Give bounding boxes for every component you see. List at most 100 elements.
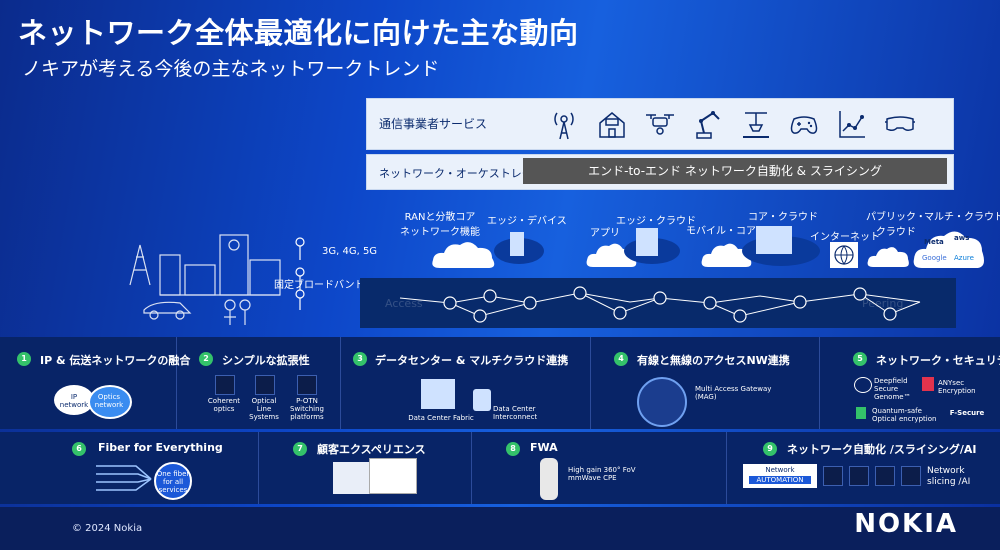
coherent-optics-label: Coherent optics <box>207 397 241 413</box>
trend-title: データセンター & マルチクラウド連携 <box>375 354 569 367</box>
trend-number: 4 <box>614 352 628 366</box>
analytics-chart-icon <box>839 111 865 138</box>
orchestration-bar: ネットワーク・オーケストレーション エンド-to-エンド ネットワーク自動化 &… <box>366 154 954 190</box>
edge-device-server <box>510 232 524 256</box>
anysec-shield-icon <box>922 377 934 391</box>
na-logo-text-2: AUTOMATION <box>749 476 811 484</box>
anysec-label: ANYsec Encryption <box>938 379 976 395</box>
copyright: © 2024 Nokia <box>72 523 143 534</box>
optical-line-label: Optical Line Systems <box>249 397 279 421</box>
internet-label: インターネット <box>810 232 880 243</box>
optical-line-icon <box>255 375 275 395</box>
trend-number: 6 <box>72 442 86 456</box>
trend-number: 3 <box>353 352 367 366</box>
footer <box>0 507 1000 550</box>
trend-number: 8 <box>506 442 520 456</box>
mobile-core-label: モバイル・コア <box>686 226 756 237</box>
trend-customer-experience: 7 顧客エクスペリエンス <box>259 432 472 504</box>
industrial-machine-icon <box>743 112 769 138</box>
service-bar-label: 通信事業者サービス <box>379 117 488 131</box>
cx-screen-2 <box>369 458 417 494</box>
aws-logo: aws <box>954 234 970 242</box>
slicing-icon-4 <box>901 466 921 486</box>
trend-title: ネットワーク・セキュリティ <box>876 354 1000 367</box>
trend-security: 5 ネットワーク・セキュリティ Deepfield Secure Genome™… <box>820 337 1000 429</box>
trend-number: 9 <box>763 442 777 456</box>
city-illustration <box>129 234 281 325</box>
edge-cloud-server <box>636 228 658 256</box>
ran-cloud-icon <box>432 242 495 268</box>
core-cloud-label: コア・クラウド <box>748 212 818 223</box>
e2e-automation-box: エンド-to-エンド ネットワーク自動化 & スライシング <box>523 158 947 184</box>
mag-globe-icon <box>637 377 687 427</box>
ip-network-label: IP network <box>59 393 89 409</box>
trend-number: 1 <box>17 352 31 366</box>
page-title: ネットワーク全体最適化に向けた主な動向 <box>18 16 579 50</box>
multi-cloud-icon <box>913 231 984 268</box>
robot-arm-icon <box>696 111 720 139</box>
network-nodes <box>399 286 921 323</box>
optics-network-label: Optics network <box>94 393 124 409</box>
edge-cloud-label: エッジ・クラウド <box>616 216 696 227</box>
trends-row-2: 6 Fiber for Everything One fiber for all… <box>0 432 1000 504</box>
mobile-generation-label: 3G, 4G, 5G <box>322 246 378 257</box>
trend-title: Fiber for Everything <box>98 441 223 454</box>
slicing-icon-1 <box>823 466 843 486</box>
trend-title: 顧客エクスペリエンス <box>317 443 426 456</box>
trend-title: ネットワーク自動化 /スライシング/AI <box>787 443 977 456</box>
trend-number: 5 <box>853 352 867 366</box>
trend-title: FWA <box>530 441 558 454</box>
service-bar: 通信事業者サービス <box>366 98 954 150</box>
nokia-logo: NOKIA <box>854 509 958 539</box>
vr-headset-icon <box>885 116 915 132</box>
trend-number: 2 <box>199 352 213 366</box>
mobile-core-cloud-icon <box>701 243 752 267</box>
slicing-icon-2 <box>849 466 869 486</box>
f-secure-logo: F-Secure <box>949 409 985 417</box>
app-label: アプリ <box>590 228 620 239</box>
edge-device-label: エッジ・デバイス <box>487 216 567 227</box>
fiber-lines-icon <box>96 465 152 491</box>
gamepad-icon <box>790 116 818 134</box>
dci-label: Data Center Interconnect <box>493 405 538 421</box>
smart-home-icon <box>599 112 625 138</box>
cpe-device-icon <box>540 458 558 500</box>
trend-title: 有線と無線のアクセスNW連携 <box>637 354 790 367</box>
ran-core-label: RANと分散コア ネットワーク機能 <box>400 212 480 238</box>
meta-logo: Meta <box>924 238 944 246</box>
dc-fabric-label: Data Center Fabric <box>408 414 474 422</box>
cell-tower-icons <box>295 237 305 310</box>
fixed-broadband-label: 固定ブロードバンド <box>274 280 365 291</box>
trends-row-1: 1 IP & 伝送ネットワークの融合 IP network Optics net… <box>0 337 1000 429</box>
trend-automation: 9 ネットワーク自動化 /スライシング/AI Network AUTOMATIO… <box>727 432 1000 504</box>
google-logo: Google <box>922 254 947 262</box>
na-logo-text-1: Network <box>765 466 795 474</box>
data-center-fabric-icon <box>421 379 455 409</box>
network-slicing-label: Network slicing /AI <box>927 466 971 487</box>
app-cloud-icon <box>586 243 637 267</box>
trend-number: 7 <box>293 442 307 456</box>
slicing-icon-3 <box>875 466 895 486</box>
trend-ip-optical: 1 IP & 伝送ネットワークの融合 IP network Optics net… <box>0 337 190 429</box>
orchestration-label: ネットワーク・オーケストレーション <box>379 167 566 180</box>
antenna-tower-icon <box>554 112 574 140</box>
trend-fwa: 8 FWA High gain 360° FoV mmWave CPE <box>472 432 727 504</box>
trend-fiber: 6 Fiber for Everything One fiber for all… <box>0 432 259 504</box>
coherent-optics-icon <box>215 375 235 395</box>
core-cloud-server <box>756 226 792 254</box>
page-subtitle: ノキアが考える今後の主なネットワークトレンド <box>22 58 440 80</box>
trend-title: シンプルな拡張性 <box>222 354 310 367</box>
public-cloud-icon <box>867 247 909 267</box>
quantum-safe-label: Quantum-safe Optical encryption <box>872 407 937 423</box>
trend-access-convergence: 4 有線と無線のアクセスNW連携 Multi Access Gateway (M… <box>591 337 820 429</box>
peering-label: Peering <box>862 297 904 310</box>
globe-icon <box>830 242 858 268</box>
azure-logo: Azure <box>954 254 974 262</box>
multi-cloud-label: マルチ・クラウド <box>924 212 1000 223</box>
one-fiber-label: One fiber for all services <box>156 470 190 494</box>
public-cloud-label: パブリック・ クラウド <box>866 212 926 238</box>
deepfield-icon <box>854 377 872 393</box>
fwa-cpe-label: High gain 360° FoV mmWave CPE <box>568 466 636 482</box>
trend-scalability: 2 シンプルな拡張性 Coherent optics Optical Line … <box>177 337 341 429</box>
trend-datacenter: 3 データセンター & マルチクラウド連携 Data Center Fabric… <box>341 337 591 429</box>
